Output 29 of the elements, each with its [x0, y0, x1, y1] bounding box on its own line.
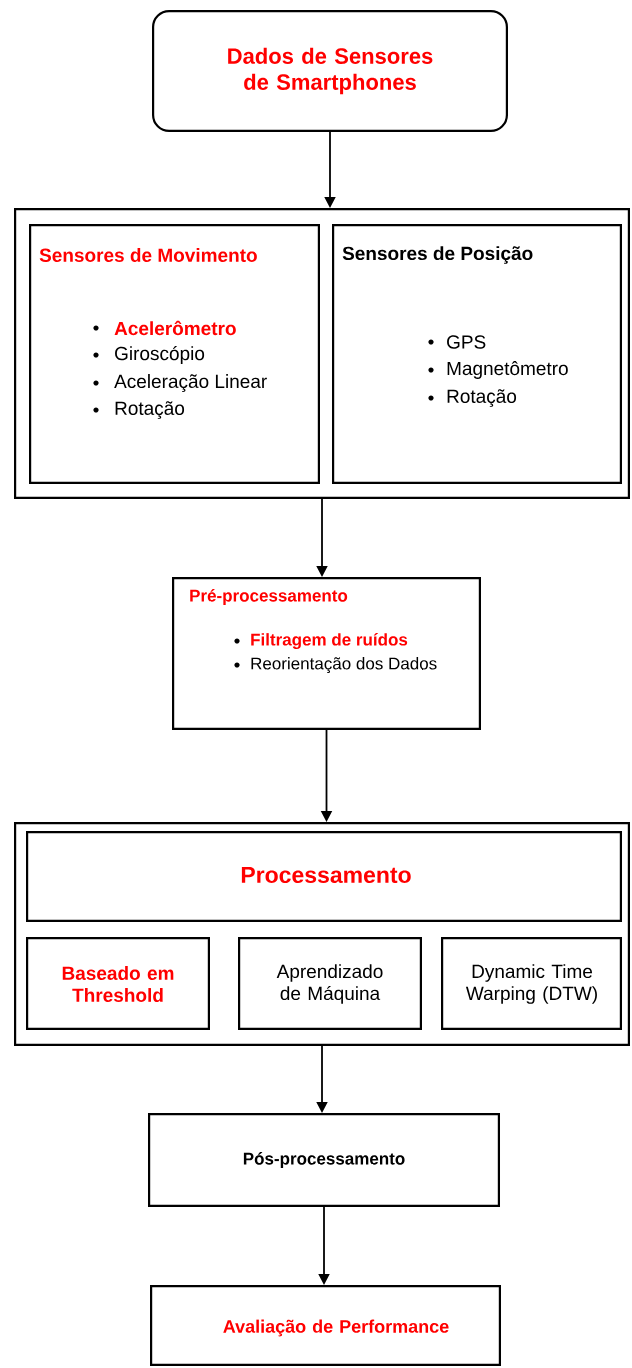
- box-label: Avaliação de Performance: [223, 1319, 449, 1337]
- box-label: Pós-processamento: [243, 1152, 405, 1168]
- box-label: Aprendizado de Máquina: [276, 964, 383, 1004]
- box-label: Processamento: [241, 867, 411, 884]
- box-heading: Pré-processamento: [190, 589, 348, 605]
- process-box: [148, 1113, 500, 1207]
- list-item: Magnetômetro: [428, 361, 568, 379]
- list-item: Giroscópio: [93, 346, 205, 364]
- box-heading: Sensores de Movimento: [39, 248, 257, 262]
- box-label: Dynamic Time Warping (DTW): [465, 964, 597, 1004]
- source-box: [152, 10, 508, 132]
- process-box: [172, 577, 481, 730]
- box-label: Dados de Sensores de Smartphones: [228, 47, 433, 95]
- box-label: Baseado em Threshold: [62, 966, 174, 1002]
- list-item: Rotação: [93, 401, 185, 419]
- sensor-box: [29, 224, 320, 484]
- method-box: [238, 937, 422, 1030]
- process-box: [26, 831, 622, 922]
- list-item: Acelerômetro: [93, 320, 236, 336]
- method-box: [26, 937, 210, 1030]
- list-item: GPS: [428, 335, 486, 349]
- list-item: Aceleração Linear: [93, 374, 267, 392]
- list-item: Rotação: [428, 389, 517, 407]
- sensor-box: [332, 224, 622, 484]
- method-box: [441, 937, 622, 1030]
- list-item: Filtragem de ruídos: [234, 632, 408, 650]
- process-box: [150, 1285, 501, 1366]
- box-heading: Sensores de Posição: [342, 246, 533, 264]
- list-item: Reorientação dos Dados: [234, 657, 437, 673]
